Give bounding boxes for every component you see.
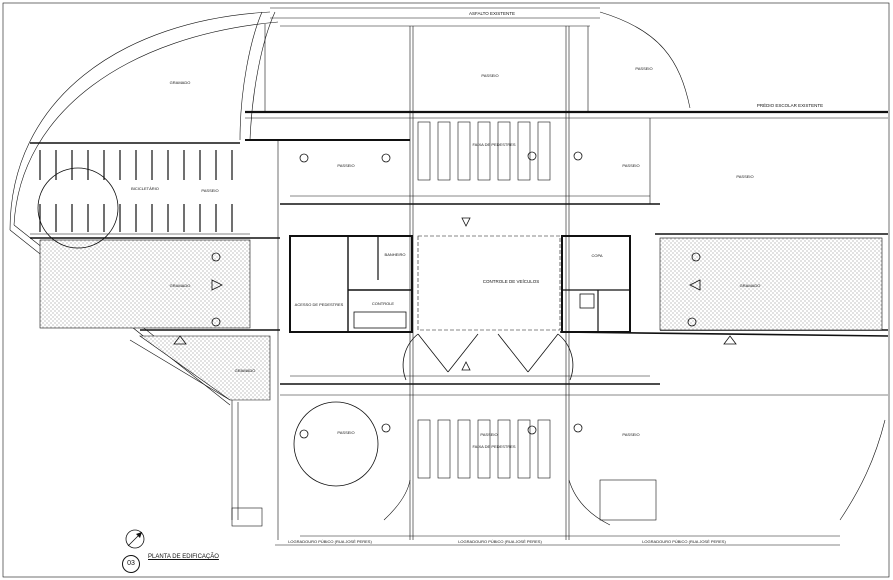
label-logradouro-right: LOGRADOURO PÚBICO (RUA JOSÉ PERES): [642, 539, 726, 544]
guardhouse-right: [561, 235, 631, 333]
drawing-number: 03: [122, 555, 140, 573]
label-logradouro-mid: LOGRADOURO PÚBICO (RUA JOSÉ PERES): [458, 539, 542, 544]
bicycle-racks: [39, 150, 233, 232]
label-gramado-top: GRAMADO: [170, 80, 191, 85]
vertical-walls: [264, 24, 651, 540]
label-gramado-left: GRAMADO: [170, 283, 191, 288]
crosswalk-bottom: [417, 419, 551, 479]
label-faixa-top: FAIXA DE PEDESTRES: [472, 142, 515, 147]
label-passeio-top-right: PASSEIO: [635, 66, 652, 71]
label-passeio-upper-right: PASSEIO: [622, 163, 639, 168]
drawing-title: PLANTA DE EDIFICAÇÃO: [148, 554, 219, 560]
label-logradouro-left: LOGRADOURO PÚBICO (RUA JOSÉ PERES): [288, 539, 372, 544]
dimension-ticks: [290, 195, 840, 537]
gate-swings: [402, 333, 574, 381]
label-passeio-low-left: PASSEIO: [337, 430, 354, 435]
tree-canopy-bike: [37, 167, 119, 249]
title-block: 03 PLANTA DE EDIFICAÇÃO: [118, 528, 268, 576]
label-gramado-right: GRAMADO: [740, 283, 761, 288]
curved-boundaries: [9, 11, 886, 521]
label-banheiro: BANHEIRO: [385, 252, 406, 257]
label-gramado-low: GRAMADO: [235, 368, 256, 373]
tree-canopy-bottom: [293, 401, 379, 487]
vehicle-control-area: [417, 235, 561, 331]
lawn-areas: [39, 237, 883, 401]
lamp-posts: [211, 151, 701, 439]
guardhouse-left: [289, 235, 413, 333]
label-copa: COPA: [591, 253, 602, 258]
asphalt-road: [270, 7, 600, 27]
label-passeio-far-right: PASSEIO: [736, 174, 753, 179]
label-passeio-top: PASSEIO: [481, 73, 498, 78]
label-passeio-bike: PASSEIO: [201, 188, 218, 193]
label-faixa-bottom: FAIXA DE PEDESTRES: [472, 444, 515, 449]
north-arrow-icon: [125, 529, 145, 549]
label-bicicletario: BICICLETÁRIO: [131, 186, 159, 191]
label-passeio-upper-left: PASSEIO: [337, 163, 354, 168]
label-passeio-low-mid: PASSEIO: [480, 432, 497, 437]
label-asfalto: ASFALTO EXISTENTE: [469, 11, 515, 16]
label-acesso: ACESSO DE PEDESTRES: [295, 302, 344, 307]
label-controle-veiculos: CONTROLE DE VEÍCULOS: [483, 278, 540, 284]
label-controle: CONTROLE: [372, 301, 395, 306]
bottom-curbs: [231, 479, 657, 527]
level-markers: [173, 217, 737, 371]
label-passeio-low-right: PASSEIO: [622, 432, 639, 437]
label-predio: PRÉDIO ESCOLAR EXISTENTE: [757, 102, 823, 108]
crosswalk-top: [417, 121, 551, 181]
